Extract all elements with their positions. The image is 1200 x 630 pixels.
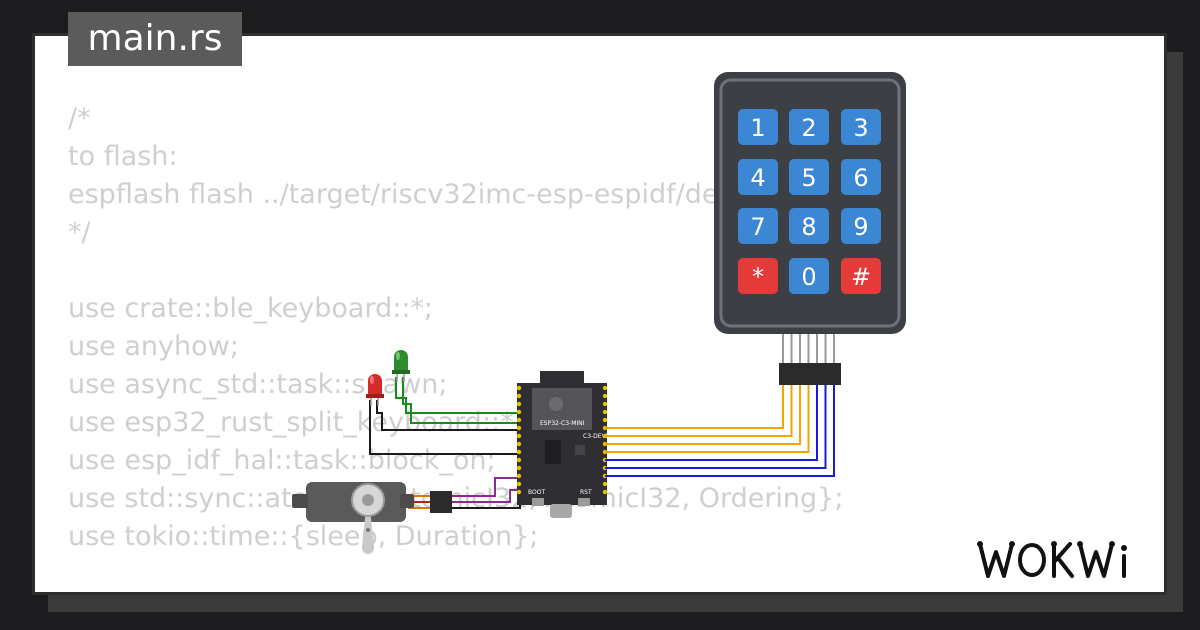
keypad-header: [779, 334, 841, 385]
code-line: /*: [68, 103, 91, 134]
code-line: */: [68, 217, 91, 248]
keypad-key[interactable]: 5: [789, 159, 829, 195]
keypad-key[interactable]: 8: [789, 208, 829, 244]
servo-wires: [408, 477, 522, 509]
keypad-key-label: #: [851, 263, 871, 291]
code-line: use esp_idf_hal::task::block_on;: [68, 445, 496, 476]
keypad-key-label: 9: [853, 213, 868, 241]
keypad-key[interactable]: 6: [841, 159, 881, 195]
keypad-key[interactable]: 0: [789, 258, 829, 294]
keypad-key[interactable]: 3: [841, 109, 881, 145]
keypad-key[interactable]: *: [738, 258, 778, 294]
keypad-key-label: 3: [853, 114, 868, 142]
keypad-key-label: 0: [801, 263, 816, 291]
board-label: C3-DEVKIT: [583, 433, 615, 440]
boot-label: BOOT: [528, 489, 545, 496]
servo-motor[interactable]: [292, 482, 414, 554]
esp32-c3-board[interactable]: ESP32-C3-MINI C3-DEVKIT BOOT RST: [516, 371, 616, 518]
code-line: use anyhow;: [68, 331, 239, 362]
chip-label: ESP32-C3-MINI: [540, 420, 585, 427]
keypad-key-label: 2: [801, 114, 816, 142]
keypad-key[interactable]: 7: [738, 208, 778, 244]
code-line: use async_std::task::spawn;: [68, 369, 448, 400]
code-line: use crate::ble_keyboard::*;: [68, 293, 434, 324]
file-tab[interactable]: main.rs: [68, 12, 242, 66]
keypad-key-label: 6: [853, 164, 868, 192]
keypad-key-label: 4: [750, 164, 765, 192]
wokwi-logo-icon: [977, 541, 1127, 578]
keypad-key-label: 5: [801, 164, 816, 192]
led-wires: [369, 377, 522, 455]
keypad-key-label: 7: [750, 213, 765, 241]
keypad-key[interactable]: 1: [738, 109, 778, 145]
green-led[interactable]: [392, 350, 410, 382]
board-keypad-wires: [605, 385, 835, 477]
keypad-key-label: 1: [750, 114, 765, 142]
keypad-key[interactable]: 2: [789, 109, 829, 145]
keypad-key-label: *: [752, 263, 764, 291]
keypad-key-label: 8: [801, 213, 816, 241]
red-led[interactable]: [366, 374, 384, 406]
keypad[interactable]: 1 2 3 4 5 6 7 8 9 * 0 #: [714, 72, 906, 334]
servo-connector: [430, 491, 452, 513]
keypad-key[interactable]: #: [841, 258, 881, 294]
code-line: use tokio::time::{sleep, Duration};: [68, 521, 539, 552]
keypad-key[interactable]: 9: [841, 208, 881, 244]
rst-label: RST: [580, 489, 592, 496]
keypad-key[interactable]: 4: [738, 159, 778, 195]
code-line: to flash:: [68, 141, 178, 172]
